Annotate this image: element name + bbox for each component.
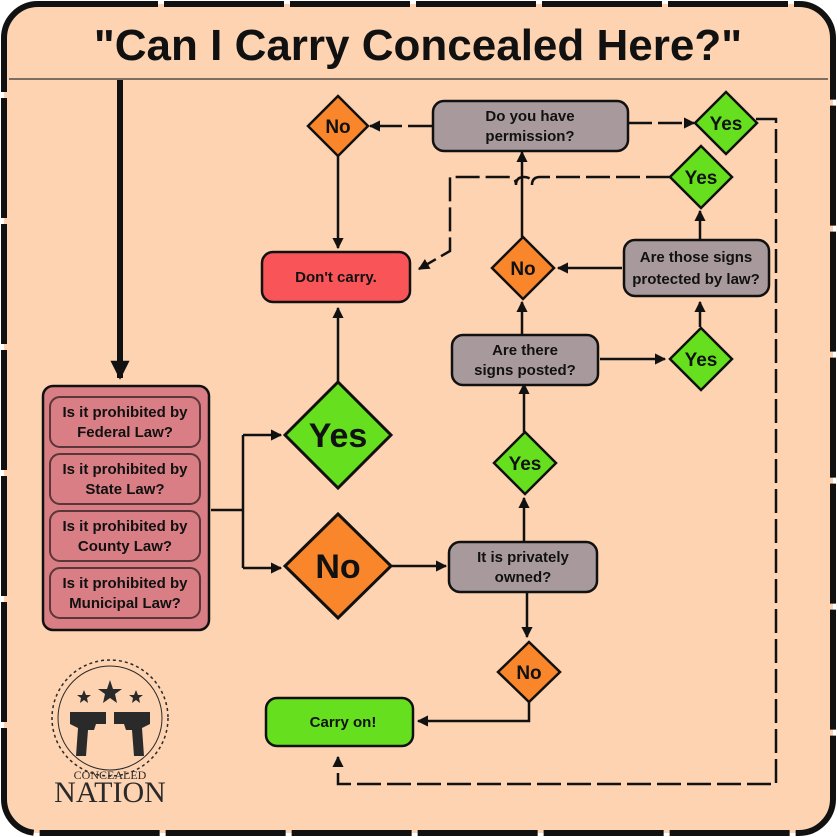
carry-on-box: Carry on! — [264, 696, 415, 748]
connectors — [211, 150, 706, 727]
prohibited-municipal-line2: Municipal Law? — [69, 595, 181, 612]
concealed-nation-logo: CONCEALED NATION — [51, 659, 169, 809]
decision-no-protected: No — [490, 235, 556, 301]
permission-box: Do you have permission? — [431, 99, 630, 153]
dont-carry-label: Don't carry. — [295, 269, 377, 286]
pistol-icon — [70, 712, 150, 756]
prohibited-county-line1: Is it prohibited by — [62, 518, 188, 535]
privately-owned-line1: It is privately — [477, 549, 569, 566]
decision-yes-protected: Yes — [668, 144, 734, 210]
signs-posted-box: Are there signs posted? — [450, 333, 600, 387]
privately-owned-line2: owned? — [495, 569, 552, 586]
decision-yes-signs-label: Yes — [685, 350, 718, 371]
star-icon — [98, 680, 122, 703]
prohibited-federal-line1: Is it prohibited by — [62, 404, 188, 421]
carry-on-label: Carry on! — [310, 714, 377, 731]
star-icon — [77, 690, 91, 703]
decision-yes-private-label: Yes — [509, 454, 542, 475]
decision-no-private-label: No — [516, 663, 541, 684]
prohibited-county-line2: County Law? — [78, 538, 172, 555]
prohibited-state-line2: State Law? — [85, 481, 164, 498]
decision-yes-permission-label: Yes — [710, 114, 743, 135]
prohibited-federal: Is it prohibited by Federal Law? — [49, 396, 201, 448]
prohibited-state-line1: Is it prohibited by — [62, 461, 188, 478]
star-icon — [129, 690, 143, 703]
prohibited-municipal-line1: Is it prohibited by — [62, 575, 188, 592]
signs-posted-line2: signs posted? — [474, 362, 576, 379]
permission-line1: Do you have — [485, 108, 574, 125]
decision-no-big-label: No — [315, 548, 360, 586]
privately-owned-box: It is privately owned? — [447, 540, 599, 594]
decision-no-private: No — [496, 640, 562, 704]
signs-protected-box: Are those signs protected by law? — [622, 238, 771, 298]
dont-carry-box: Don't carry. — [260, 250, 412, 304]
signs-protected-line1: Are those signs — [640, 249, 753, 266]
decision-yes-private: Yes — [492, 430, 558, 496]
prohibited-county: Is it prohibited by County Law? — [49, 510, 201, 562]
decision-no-permission-label: No — [325, 117, 350, 138]
prohibited-federal-line2: Federal Law? — [77, 424, 173, 441]
decision-yes-big: Yes — [282, 379, 394, 491]
signs-protected-line2: protected by law? — [632, 271, 760, 288]
prohibited-municipal: Is it prohibited by Municipal Law? — [49, 567, 201, 619]
prohibited-state: Is it prohibited by State Law? — [49, 453, 201, 505]
logo-line2: NATION — [54, 776, 166, 809]
logo-line1: CONCEALED — [74, 768, 147, 782]
dashed-connectors — [332, 117, 778, 786]
decision-yes-permission: Yes — [693, 90, 759, 156]
decision-no-protected-label: No — [510, 259, 535, 280]
decision-no-big: No — [282, 511, 394, 621]
decision-yes-big-label: Yes — [309, 417, 368, 455]
decision-yes-protected-label: Yes — [685, 168, 718, 189]
page-title: "Can I Carry Concealed Here?" — [94, 21, 742, 70]
signs-posted-line1: Are there — [492, 342, 558, 359]
permission-line2: permission? — [485, 128, 574, 145]
decision-no-permission: No — [306, 94, 370, 158]
decision-yes-signs: Yes — [668, 326, 734, 392]
